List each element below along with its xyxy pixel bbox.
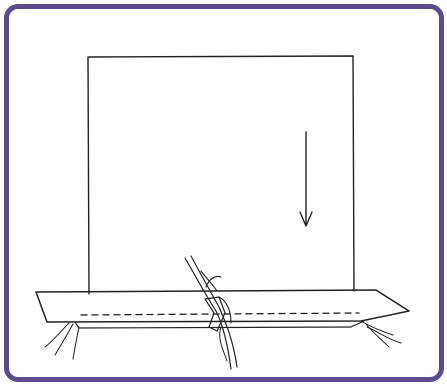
horizontal-strip [35, 289, 410, 323]
tied-thread [184, 255, 238, 370]
stitch-line [80, 312, 360, 316]
sewing-diagram [35, 55, 410, 370]
square-panel [87, 55, 355, 295]
thread-tails-right [360, 320, 402, 348]
illustration-frame [4, 4, 444, 382]
strip-inner-edge [74, 320, 365, 329]
thread-tails-left [44, 322, 80, 360]
down-arrow-icon [299, 131, 313, 227]
